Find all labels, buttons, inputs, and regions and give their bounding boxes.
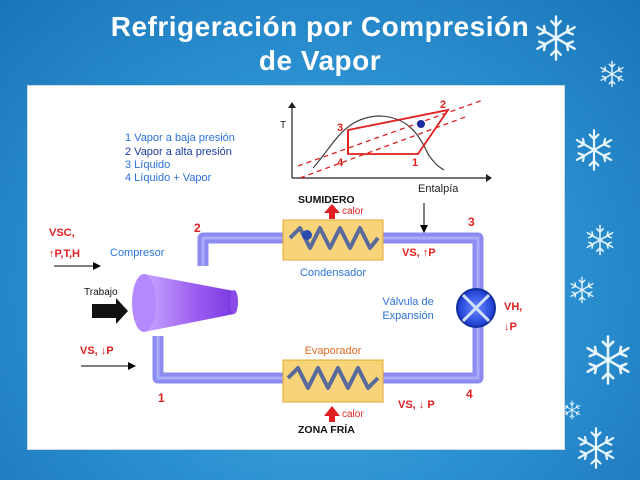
compressor-body — [144, 274, 234, 332]
valve-label-line1: Válvula de — [382, 296, 433, 308]
axis-arrow-icon — [486, 174, 492, 182]
heat-in-arrow-icon — [324, 406, 340, 422]
condenser: Condensador — [282, 219, 384, 279]
snowflake-icon — [570, 276, 594, 304]
compressor-outlet — [230, 290, 238, 314]
vsc-label: VSC, — [49, 227, 75, 239]
chart-point-3: 3 — [337, 122, 343, 134]
chart-y-label: T — [280, 120, 286, 131]
title-line-2: de Vapor — [258, 45, 382, 76]
sink-heat-label: calor — [342, 206, 364, 217]
compressor: Compresor — [110, 247, 238, 332]
evaporator: Evaporador calor ZONA FRÍA — [282, 345, 384, 436]
compressor-label: Compresor — [110, 247, 165, 259]
vsc-state: ↑P,T,H — [49, 248, 80, 260]
valve-cross — [461, 293, 491, 323]
condenser-label: Condensador — [300, 267, 366, 279]
legend: 1 Vapor a baja presión 2 Vapor a alta pr… — [125, 132, 235, 184]
vs-top-label: VS, ↑P — [402, 247, 436, 259]
slide-title: Refrigeración por Compresión de Vapor — [0, 10, 640, 78]
evaporator-coil — [286, 366, 380, 390]
title-line-1: Refrigeración por Compresión — [110, 11, 530, 42]
chart-point-1: 1 — [412, 157, 418, 169]
node-1: 1 — [158, 391, 165, 405]
cycle-path — [347, 108, 450, 155]
cold-zone-label: ZONA FRÍA — [298, 423, 355, 436]
snowflake-icon — [586, 335, 630, 385]
isobar-line — [299, 115, 469, 179]
snowflake-icon — [577, 427, 615, 469]
expansion-valve: Válvula de Expansión — [382, 288, 496, 328]
legend-item: 2 Vapor a alta presión — [125, 146, 232, 158]
state-dot — [302, 230, 312, 240]
legend-item: 3 Líquido — [125, 159, 170, 171]
work-arrow-icon — [92, 298, 128, 324]
axis-arrow-icon — [288, 102, 296, 108]
sink-label: SUMIDERO — [298, 194, 355, 206]
work-label: Trabajo — [84, 287, 118, 298]
saturation-dome — [312, 115, 445, 171]
valve-label-line2: Expansión — [382, 310, 433, 322]
chart-point-2: 2 — [440, 99, 446, 111]
node-4: 4 — [466, 387, 473, 401]
chart-x-label: Entalpía — [418, 183, 459, 195]
vh-state: ↓P — [504, 321, 517, 333]
isobar-line — [297, 99, 484, 167]
heat-out-arrow-icon — [324, 204, 340, 219]
evaporator-label: Evaporador — [305, 345, 362, 357]
node-3: 3 — [468, 215, 475, 229]
vs-bottom-label: VS, ↓ P — [398, 399, 435, 411]
cold-heat-label: calor — [342, 409, 364, 420]
vs-left-label: VS, ↓P — [80, 345, 114, 357]
diagram-panel: 1 Vapor a baja presión 2 Vapor a alta pr… — [27, 85, 565, 450]
enthalpy-chart: T Entalpía 1 2 3 4 — [280, 99, 492, 195]
node-2: 2 — [194, 221, 201, 235]
snowflake-icon — [563, 400, 581, 420]
snowflake-icon — [575, 129, 613, 171]
state-dot — [417, 120, 425, 128]
refrigeration-cycle-diagram: 1 Vapor a baja presión 2 Vapor a alta pr… — [49, 99, 522, 436]
chart-point-4: 4 — [337, 157, 344, 169]
legend-item: 1 Vapor a baja presión — [125, 132, 235, 144]
vh-label: VH, — [504, 301, 522, 313]
legend-item: 4 Líquido + Vapor — [125, 172, 212, 184]
snowflake-icon — [586, 224, 614, 256]
compressor-inlet — [132, 274, 156, 332]
